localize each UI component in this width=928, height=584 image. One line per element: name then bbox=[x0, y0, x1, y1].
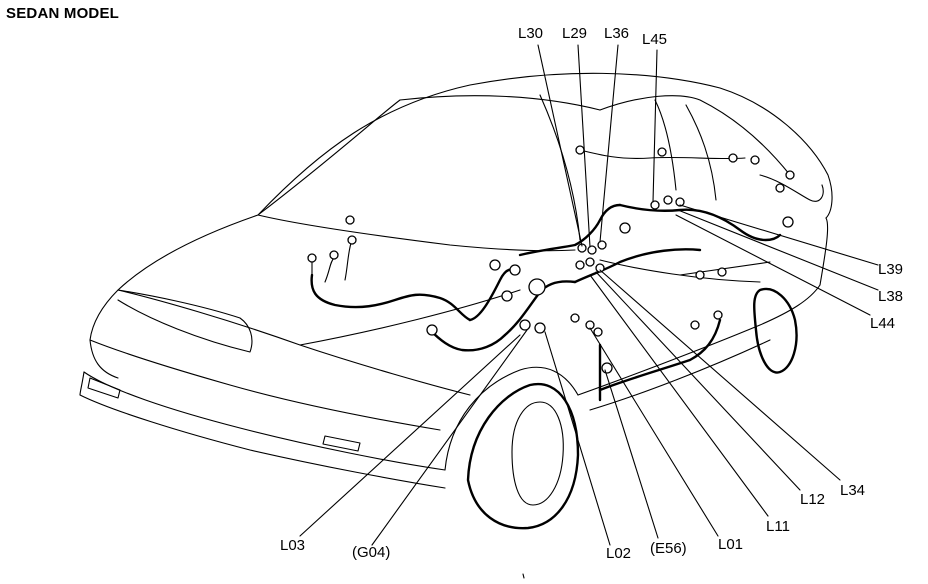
label-l30: L30 bbox=[518, 25, 544, 42]
connectors bbox=[307, 145, 795, 374]
label-l36: L36 bbox=[604, 25, 630, 42]
label-l03: L03 bbox=[280, 537, 306, 554]
label-l12: L12 bbox=[800, 491, 826, 508]
label-l11: L11 bbox=[766, 518, 790, 535]
label-l01: L01 bbox=[718, 536, 744, 553]
wiring-harness bbox=[310, 149, 824, 402]
label-l44: L44 bbox=[870, 315, 896, 332]
label-e56: (E56) bbox=[650, 540, 687, 557]
leader-lines bbox=[299, 44, 879, 546]
label-l02: L02 bbox=[606, 545, 632, 562]
tick-mark bbox=[522, 573, 525, 579]
label-l34: L34 bbox=[840, 482, 866, 499]
label-l45: L45 bbox=[642, 31, 668, 48]
car-body bbox=[79, 72, 833, 530]
diagram-title: SEDAN MODEL bbox=[6, 5, 120, 22]
label-g04: (G04) bbox=[352, 544, 391, 561]
label-l38: L38 bbox=[878, 288, 904, 305]
label-l29: L29 bbox=[562, 25, 588, 42]
label-l39: L39 bbox=[878, 261, 904, 278]
